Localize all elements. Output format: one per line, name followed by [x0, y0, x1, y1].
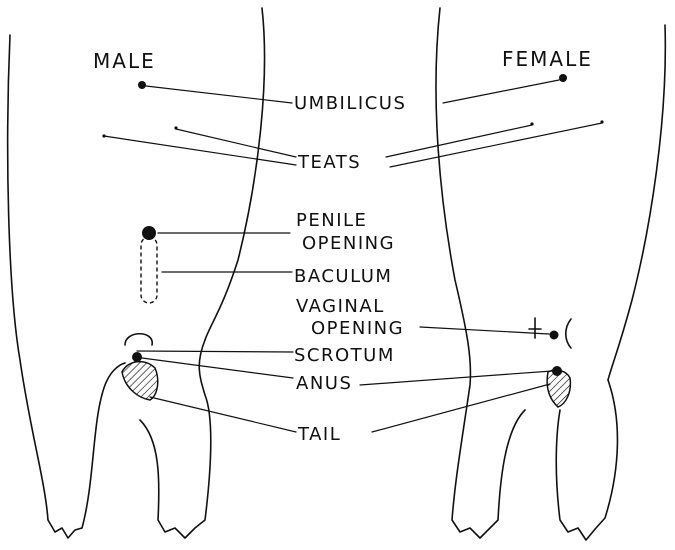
female-genital-mark-3	[566, 319, 571, 348]
label-baculum: BACULUM	[294, 266, 392, 287]
male-left-flank	[8, 35, 48, 520]
leader-tail-female	[372, 384, 550, 432]
leader-teats-male-2	[176, 129, 296, 157]
male-scrotum-arc	[125, 334, 152, 345]
male-left-leg-lower	[48, 363, 125, 538]
label-tail: TAIL	[297, 424, 341, 445]
label-teats: TEATS	[297, 152, 361, 173]
leader-lines	[104, 80, 602, 432]
female-umbilicus-dot	[559, 74, 567, 82]
male-features	[102, 81, 177, 400]
labels: MALE FEMALE UMBILICUS TEATS PENILE OPENI…	[93, 47, 593, 445]
female-tail-base-hatched	[547, 370, 570, 407]
male-baculum-shape	[141, 237, 157, 303]
label-penile-line1: PENILE	[296, 210, 367, 231]
leader-vaginal-opening	[420, 327, 549, 334]
female-body-outline	[436, 8, 665, 540]
leader-tail-male	[150, 397, 296, 432]
label-vaginal-line1: VAGINAL	[296, 296, 385, 317]
female-vaginal-opening-dot	[550, 331, 559, 340]
leader-anus-female	[360, 371, 552, 385]
male-penile-opening-dot	[142, 226, 156, 240]
female-right-flank	[608, 25, 665, 380]
label-penile-line2: OPENING	[302, 233, 395, 254]
male-body-outline	[8, 8, 265, 538]
leader-scrotum	[137, 351, 293, 352]
label-vaginal-line2: OPENING	[311, 318, 404, 339]
leader-teats-female-2	[390, 123, 602, 167]
label-anus: ANUS	[296, 373, 352, 394]
leader-anus-male	[142, 358, 293, 378]
leader-umbilicus-male	[146, 86, 292, 103]
label-male: MALE	[93, 49, 156, 73]
female-left-flank	[436, 8, 525, 538]
female-features	[529, 74, 604, 407]
male-anus-dot	[132, 352, 142, 362]
label-umbilicus: UMBILICUS	[294, 93, 406, 114]
female-tail-outline	[556, 380, 617, 540]
male-right-flank	[205, 8, 265, 340]
label-scrotum: SCROTUM	[294, 345, 395, 366]
male-tail-base-hatched	[122, 362, 158, 400]
male-umbilicus-dot	[138, 81, 146, 89]
label-female: FEMALE	[502, 47, 593, 71]
leader-umbilicus-female	[443, 80, 559, 103]
